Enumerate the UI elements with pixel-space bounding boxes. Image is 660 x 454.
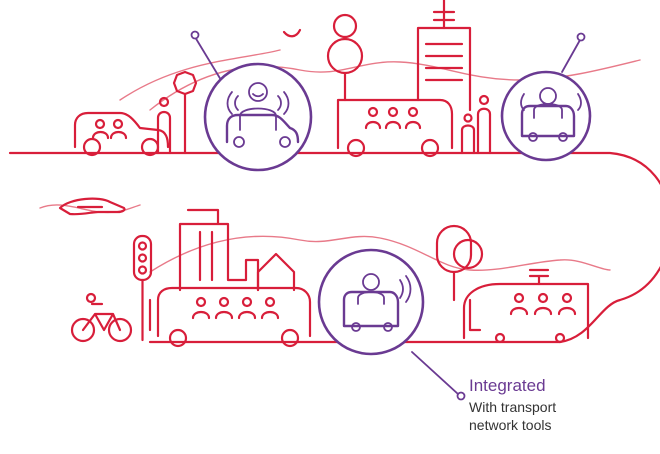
callout-body-line2: network tools — [469, 417, 552, 433]
house-icon — [256, 252, 296, 292]
person-icon — [460, 94, 492, 155]
hills-bottom — [149, 235, 611, 273]
bicycle-icon — [70, 292, 133, 343]
callout-title: Integrated — [469, 376, 546, 395]
bus-icon — [336, 98, 454, 158]
road-top — [8, 151, 660, 344]
tram-icon — [462, 268, 590, 344]
tree-icon — [326, 13, 364, 102]
building-icon — [178, 208, 260, 292]
car-icon — [73, 111, 170, 157]
tower-building-icon — [416, 0, 472, 112]
person-icon — [156, 96, 172, 155]
airplane-icon — [58, 197, 126, 216]
autonomous-shuttle-icon — [500, 32, 592, 162]
autonomous-shuttle-icon — [317, 248, 466, 401]
callout-body: With transport network tools — [469, 398, 649, 434]
bus-icon — [156, 286, 312, 348]
callout-body-line1: With transport — [469, 399, 557, 415]
integrated-callout: Integrated With transport network tools — [469, 376, 649, 434]
tree-icon — [435, 224, 484, 302]
traffic-light-icon — [132, 234, 153, 342]
airplane-wing-top — [282, 28, 302, 38]
autonomous-car-icon — [190, 30, 313, 172]
stop-sign-icon — [172, 70, 198, 155]
